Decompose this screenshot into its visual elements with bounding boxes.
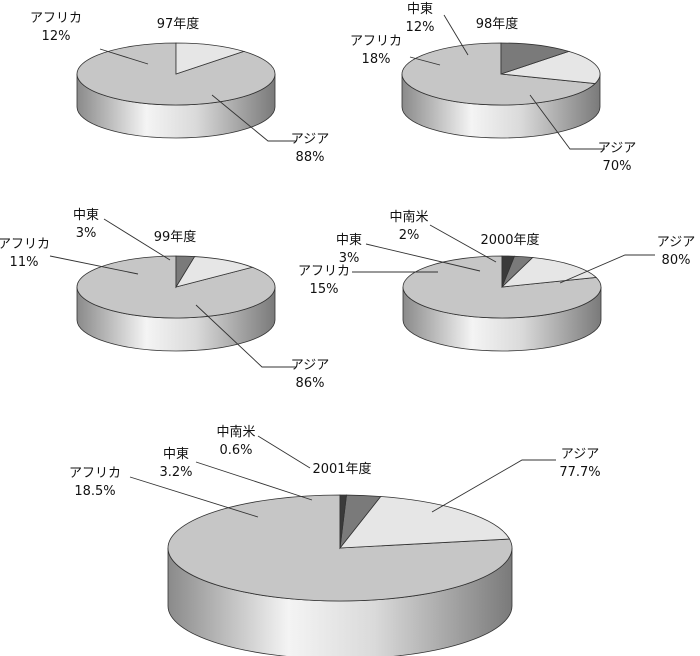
leader-line-1-1 bbox=[211, 94, 296, 142]
chart-title-5: 2001年度 bbox=[312, 461, 371, 477]
slice-label-1-1: アジア bbox=[291, 132, 329, 147]
slice-value-4-4: 2% bbox=[399, 228, 420, 243]
slice-label-2-1: アジア bbox=[598, 141, 636, 156]
chart-title-4: 2000年度 bbox=[480, 232, 539, 248]
leader-line-1-2 bbox=[99, 48, 149, 65]
leader-line-4-1 bbox=[559, 254, 655, 284]
slice-label-3-1: アジア bbox=[291, 358, 329, 373]
slice-label-5-4: 中南米 bbox=[216, 424, 255, 440]
slice-label-2-3: 中東 bbox=[407, 1, 433, 17]
leader-line-3-2 bbox=[49, 255, 139, 275]
slice-1-2 bbox=[175, 42, 246, 75]
slice-3-3 bbox=[175, 255, 196, 289]
leader-line-5-4 bbox=[257, 435, 311, 469]
slice-value-1-2: 12% bbox=[42, 29, 71, 44]
pie-chart-5: 2001年度 アジア 77.7% アフリカ 18.5% 中東 3.2% 中南米 0.6% bbox=[69, 424, 601, 656]
chart-title-2: 98年度 bbox=[476, 16, 519, 32]
slice-value-2-2: 18% bbox=[362, 52, 391, 67]
slice-value-1-1: 88% bbox=[296, 150, 325, 165]
slice-value-4-3: 3% bbox=[339, 251, 360, 266]
pie-chart-4: 2000年度 アジア 80% アフリカ 15% 中東 3% 中南米 2% bbox=[298, 209, 695, 352]
slice-value-4-1: 80% bbox=[662, 253, 691, 268]
leader-line-2-2 bbox=[409, 56, 441, 66]
slice-4-2 bbox=[500, 257, 598, 288]
slice-label-4-1: アジア bbox=[657, 235, 695, 250]
leader-line-3-3 bbox=[103, 218, 171, 261]
slice-label-1-2: アフリカ bbox=[30, 11, 82, 26]
slice-4-4 bbox=[501, 255, 515, 288]
slice-value-3-3: 3% bbox=[76, 226, 97, 241]
slice-label-4-3: 中東 bbox=[336, 232, 362, 248]
leader-line-2-1 bbox=[529, 94, 605, 150]
slice-5-2 bbox=[339, 496, 511, 549]
slice-value-4-2: 15% bbox=[310, 282, 339, 297]
slice-label-5-1: アジア bbox=[561, 447, 599, 462]
slice-2-1 bbox=[401, 42, 597, 106]
leader-line-5-2 bbox=[129, 476, 259, 518]
slice-value-5-2: 18.5% bbox=[74, 484, 115, 499]
slice-value-2-1: 70% bbox=[603, 159, 632, 174]
slice-value-3-1: 86% bbox=[296, 376, 325, 391]
leader-line-5-1 bbox=[431, 459, 556, 513]
slice-value-2-3: 12% bbox=[406, 20, 435, 35]
slice-label-2-2: アフリカ bbox=[350, 34, 402, 49]
leader-line-2-3 bbox=[443, 14, 469, 56]
slice-2-2 bbox=[500, 50, 601, 84]
slice-label-3-3: 中東 bbox=[73, 207, 99, 223]
slice-label-5-3: 中東 bbox=[163, 446, 189, 462]
slice-5-4 bbox=[339, 494, 347, 549]
chart-title-3: 99年度 bbox=[154, 229, 197, 245]
slice-value-5-4: 0.6% bbox=[219, 443, 252, 458]
slice-value-5-3: 3.2% bbox=[159, 465, 192, 480]
leader-line-5-3 bbox=[195, 461, 313, 501]
chart-title-1: 97年度 bbox=[157, 16, 200, 32]
slice-label-3-2: アフリカ bbox=[0, 237, 50, 252]
leader-line-3-1 bbox=[195, 304, 296, 368]
slice-value-5-1: 77.7% bbox=[559, 465, 600, 480]
slice-label-5-2: アフリカ bbox=[69, 466, 121, 481]
slice-label-4-4: 中南米 bbox=[389, 209, 428, 225]
slice-value-3-2: 11% bbox=[10, 255, 39, 270]
slice-2-3 bbox=[500, 42, 571, 75]
slice-3-2 bbox=[175, 256, 254, 288]
slice-label-4-2: アフリカ bbox=[298, 264, 350, 279]
leader-line-4-4 bbox=[429, 224, 497, 263]
leader-line-4-3 bbox=[365, 243, 481, 272]
